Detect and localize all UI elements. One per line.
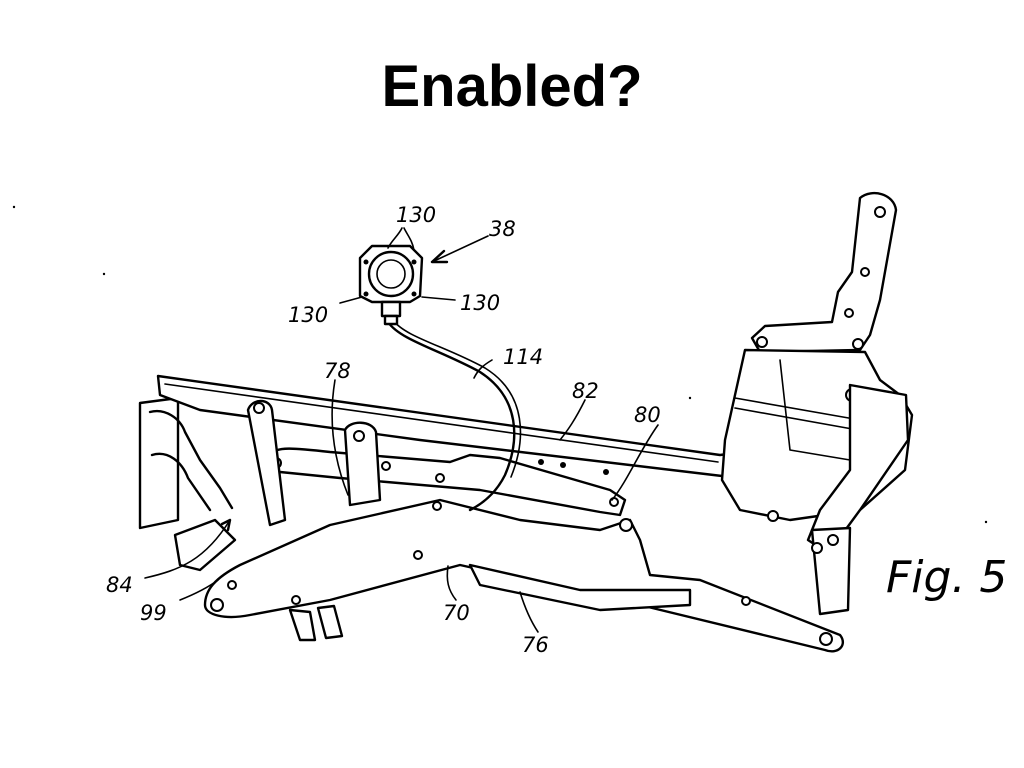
left-end-plate	[138, 396, 234, 530]
cable-114	[386, 319, 522, 512]
pivot-bracket	[246, 399, 382, 527]
base-link-70	[203, 498, 845, 653]
ref-78: 78	[324, 359, 351, 383]
lower-support-76	[468, 563, 692, 612]
ref-130-right: 130	[460, 291, 500, 315]
slide-title: Enabled?	[381, 54, 643, 119]
ref-76: 76	[522, 633, 549, 657]
ref-80: 80	[634, 403, 661, 427]
ref-70: 70	[443, 601, 470, 625]
speck	[12, 205, 16, 209]
switch-unit-38	[358, 244, 424, 326]
lower-feet	[173, 518, 344, 642]
ref-130-left: 130	[288, 303, 328, 327]
ref-99: 99	[140, 601, 167, 625]
speck	[102, 272, 106, 276]
front-lever	[806, 383, 910, 616]
figure-caption: Fig. 5	[886, 552, 1007, 603]
ref-130-top: 130	[396, 203, 436, 227]
ref-84: 84	[106, 573, 133, 597]
speck	[984, 520, 988, 524]
ref-38: 38	[489, 217, 516, 241]
reference-numerals: 130 38 130 130 114 78 82 80 84 99 70 76	[106, 203, 661, 657]
leader-lines	[144, 227, 659, 633]
ref-114: 114	[503, 345, 543, 369]
speck	[688, 396, 692, 400]
ref-82: 82	[572, 379, 599, 403]
